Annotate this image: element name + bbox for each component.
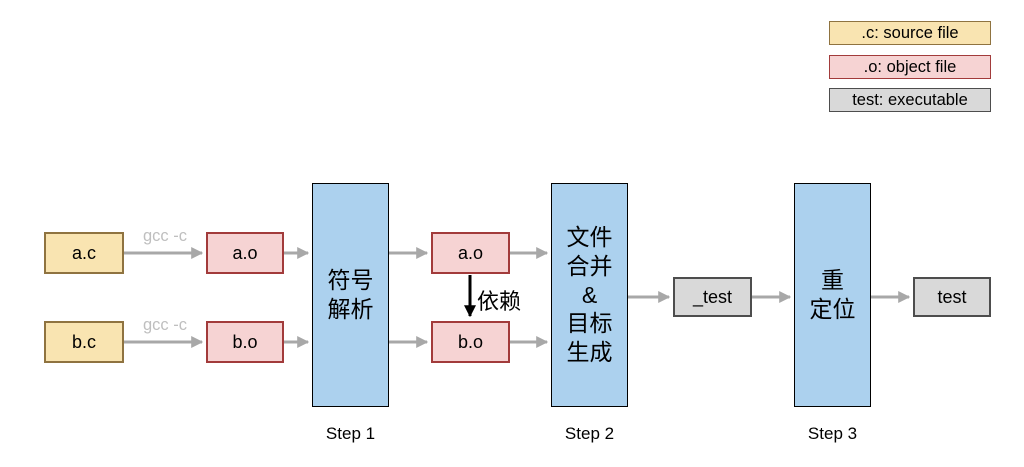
- step2-caption: Step 2: [564, 424, 615, 443]
- compile-command-label-b: gcc -c: [142, 316, 187, 334]
- node-final-output: test: [913, 277, 991, 317]
- legend-source-label: .c: source file: [861, 23, 959, 42]
- node-intermediate-output: _test: [673, 277, 752, 317]
- step1-caption: Step 1: [325, 424, 376, 443]
- legend-object-file: .o: object file: [829, 55, 991, 79]
- compile-command-label-a: gcc -c: [142, 227, 187, 245]
- dependency-label: 依赖: [477, 289, 522, 314]
- node-object-b-post: b.o: [431, 321, 510, 363]
- node-object-a-pre: a.o: [206, 232, 284, 274]
- legend-executable: test: executable: [829, 88, 991, 112]
- legend-executable-label: test: executable: [852, 90, 968, 109]
- legend-object-label: .o: object file: [863, 57, 957, 76]
- legend-source-file: .c: source file: [829, 21, 991, 45]
- node-object-b-pre: b.o: [206, 321, 284, 363]
- node-process-symbol-resolution: 符号 解析: [312, 183, 389, 407]
- step3-caption: Step 3: [807, 424, 858, 443]
- node-object-a-post: a.o: [431, 232, 510, 274]
- node-process-relocation: 重 定位: [794, 183, 871, 407]
- node-process-merge-generate: 文件 合并 & 目标 生成: [551, 183, 628, 407]
- node-source-b: b.c: [44, 321, 124, 363]
- node-source-a: a.c: [44, 232, 124, 274]
